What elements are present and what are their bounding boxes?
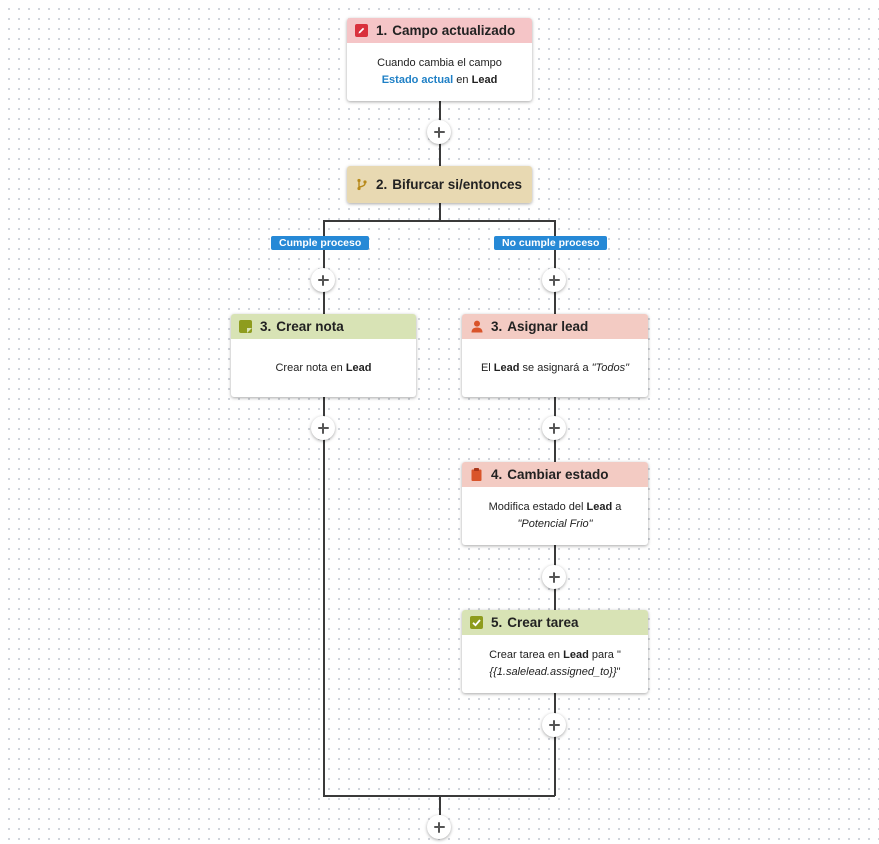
clipboard-icon (470, 468, 483, 481)
connector-line (439, 203, 441, 220)
status-card-header: 4. Cambiar estado (462, 462, 648, 487)
entity-name: Lead (493, 361, 520, 374)
card-title: Cambiar estado (507, 467, 609, 482)
connector-line (554, 693, 556, 796)
step-number: 5. (491, 615, 503, 630)
edit-field-icon (355, 24, 368, 37)
add-step-button[interactable] (542, 713, 566, 737)
connector-line (323, 397, 325, 796)
description-text: a (615, 501, 622, 513)
branch-no-badge: No cumple proceso (494, 236, 608, 250)
note-card-header: 3. Crear nota (231, 314, 416, 339)
add-step-button[interactable] (542, 416, 566, 440)
card-description: Cuando cambia el campo Estado actual en … (347, 43, 532, 101)
connector-line (323, 220, 555, 222)
step-number: 3. (491, 319, 503, 334)
add-step-button[interactable] (311, 416, 335, 440)
step-number: 3. (260, 319, 272, 334)
card-description: Crear nota en Lead (231, 339, 416, 397)
step-number: 2. (376, 177, 388, 192)
description-text: Crear tarea en (489, 649, 561, 661)
step-number: 1. (376, 23, 388, 38)
connector-line (439, 795, 441, 815)
branch-card-header: 2. Bifurcar si/entonces (347, 166, 532, 203)
connector-line (554, 220, 556, 314)
add-step-button[interactable] (542, 565, 566, 589)
description-text: Crear nota en (275, 361, 343, 374)
user-icon (470, 320, 483, 333)
description-text: El (480, 361, 491, 374)
task-target: {{1.salelead.assigned_to}} (489, 666, 617, 678)
description-text: para " (591, 649, 621, 661)
add-step-button[interactable] (427, 815, 451, 839)
entity-name: Lead (345, 361, 372, 374)
branch-yes-badge: Cumple proceso (271, 236, 370, 250)
change-status-card[interactable]: 4. Cambiar estado Modifica estado del Le… (462, 462, 648, 545)
add-step-button[interactable] (311, 268, 335, 292)
task-card-header: 5. Crear tarea (462, 610, 648, 635)
connector-line (323, 220, 325, 314)
trigger-card-header: 1. Campo actualizado (347, 18, 532, 43)
description-text: en (456, 74, 469, 86)
card-description: Modifica estado del Lead a "Potencial Fr… (462, 487, 648, 545)
status-target: "Potencial Frio" (517, 518, 593, 530)
add-step-button[interactable] (427, 120, 451, 144)
assign-lead-card[interactable]: 3. Asignar lead El Lead se asignará a "T… (462, 314, 648, 397)
create-note-card[interactable]: 3. Crear nota Crear nota en Lead (231, 314, 416, 397)
card-title: Campo actualizado (392, 23, 516, 38)
card-description: Crear tarea en Lead para " {{1.salelead.a… (462, 635, 648, 693)
card-title: Bifurcar si/entonces (392, 177, 523, 192)
assign-target: "Todos" (591, 361, 630, 374)
description-text: Cuando cambia el campo (377, 57, 502, 69)
checkbox-icon (470, 616, 483, 629)
card-title: Crear tarea (507, 615, 579, 630)
entity-name: Lead (471, 74, 498, 86)
create-task-card[interactable]: 5. Crear tarea Crear tarea en Lead para … (462, 610, 648, 693)
card-description: El Lead se asignará a "Todos" (462, 339, 648, 397)
entity-name: Lead (586, 501, 613, 513)
card-title: Crear nota (276, 319, 344, 334)
note-icon (239, 320, 252, 333)
description-text: Modifica estado del (488, 501, 584, 513)
step-number: 4. (491, 467, 503, 482)
card-title: Asignar lead (507, 319, 589, 334)
field-name-link[interactable]: Estado actual (381, 74, 454, 86)
branch-icon (355, 178, 368, 191)
description-text: se asignará a (522, 361, 589, 374)
entity-name: Lead (563, 649, 589, 661)
assign-card-header: 3. Asignar lead (462, 314, 648, 339)
add-step-button[interactable] (542, 268, 566, 292)
trigger-card[interactable]: 1. Campo actualizado Cuando cambia el ca… (347, 18, 532, 101)
branch-card[interactable]: 2. Bifurcar si/entonces (347, 166, 532, 203)
description-text: " (616, 666, 621, 678)
